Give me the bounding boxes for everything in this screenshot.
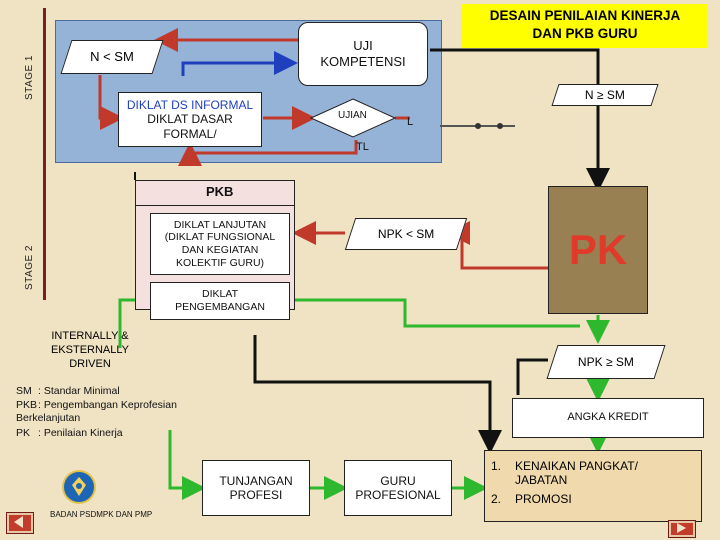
internally-label: INTERNALLY & EKSTERNALLY DRIVEN [30, 330, 150, 371]
arrow-tl-to-diklat [178, 140, 358, 166]
node-angka-kredit: ANGKA KREDIT [512, 398, 704, 438]
internally-line2: EKSTERNALLY DRIVEN [50, 343, 130, 370]
node-uji-kompetensi: UJI KOMPETENSI [298, 22, 428, 86]
arrow-gloss-to-tunjangan [168, 430, 206, 500]
node-pk: PK [548, 186, 648, 314]
node-npk-geq-sm-text: NPK ≥ SM [578, 354, 634, 369]
arrow-green-pk-top [288, 298, 580, 328]
node-angka-kredit-text: ANGKA KREDIT [567, 411, 649, 424]
arrow-pk-to-npk-less [446, 221, 548, 270]
glossary-row: PK: Penilaian Kinerja [16, 427, 123, 439]
node-ujian-text: UJIAN [338, 110, 367, 121]
node-l-label: L [407, 116, 414, 128]
pkb-header [135, 180, 295, 206]
node-diklat-ds-line2: DIKLAT DASAR [147, 112, 233, 127]
node-tunjangan-profesi: TUNJANGAN PROFESI [202, 460, 310, 516]
node-tunjangan-line1: TUNJANGAN [219, 473, 293, 488]
node-tunjangan-line2: PROFESI [229, 488, 283, 502]
node-diklat-pengembangan: DIKLAT PENGEMBANGAN [150, 282, 290, 320]
node-n-geq-sm: N ≥ SM [551, 84, 659, 106]
node-diklat-pengembangan-line2: PENGEMBANGAN [175, 301, 265, 313]
node-npk-less-sm-text: NPK < SM [377, 226, 435, 241]
nav-forward-icon[interactable] [668, 520, 696, 538]
outcome-item: 2. PROMOSI [491, 491, 572, 506]
node-guru-profesional: GURU PROFESIONAL [344, 460, 452, 516]
node-diklat-ds-line3: FORMAL/ [163, 126, 217, 141]
node-diklat-pengembangan-line1: DIKLAT [202, 288, 238, 301]
glossary-row: PKB: Pengembangan Keprofesian Berkelanju… [16, 399, 177, 424]
line-black-left [253, 335, 502, 454]
arrow-nsm-to-diklat [98, 75, 124, 130]
node-diklat-lanjutan-text: DIKLAT LANJUTAN (DIKLAT FUNGSIONAL DAN K… [164, 218, 276, 269]
node-diklat-lanjutan: DIKLAT LANJUTAN (DIKLAT FUNGSIONAL DAN K… [150, 213, 290, 275]
slide-title: DESAIN PENILAIAN KINERJA DAN PKB GURU [462, 4, 708, 48]
node-guru-line2: PROFESIONAL [355, 488, 441, 502]
title-line2: DAN PKB GURU [532, 26, 638, 41]
node-ujian: UJIAN [309, 98, 397, 138]
logo-emblem-icon [62, 470, 96, 504]
node-tl-label: TL [356, 141, 369, 153]
node-guru-line1: GURU [380, 473, 416, 488]
node-uji-kompetensi-text: UJI KOMPETENSI [320, 38, 406, 69]
title-line1: DESAIN PENILAIAN KINERJA [489, 8, 681, 23]
logo-caption: BADAN PSDMPK DAN PMP [50, 510, 153, 519]
node-n-geq-sm-text: N ≥ SM [585, 87, 625, 102]
node-npk-geq-sm: NPK ≥ SM [546, 345, 666, 379]
internally-line1: INTERNALLY & [51, 330, 129, 342]
node-diklat-ds: DIKLAT DS INFORMAL DIKLAT DASAR FORMAL/ [118, 92, 262, 147]
arrow-uji-to-pk [430, 48, 600, 85]
outcome-item: 1. KENAIKAN PANGKAT/ JABATAN [491, 459, 638, 488]
glossary-row: SM: Standar Minimal [16, 385, 120, 397]
node-diklat-ds-line1: DIKLAT DS INFORMAL [126, 97, 254, 112]
node-pk-text: PK [568, 225, 628, 273]
nav-back-icon[interactable] [6, 512, 34, 534]
node-outcomes: 1. KENAIKAN PANGKAT/ JABATAN 2. PROMOSI [484, 450, 702, 522]
line-npk-left [516, 358, 548, 395]
pkb-title: PKB [206, 184, 234, 199]
node-n-less-sm-text: N < SM [90, 49, 134, 65]
stage-divider [43, 8, 46, 300]
arrow-blue-loop [181, 51, 298, 76]
node-n-less-sm: N < SM [60, 40, 164, 74]
node-npk-less-sm: NPK < SM [344, 218, 468, 250]
